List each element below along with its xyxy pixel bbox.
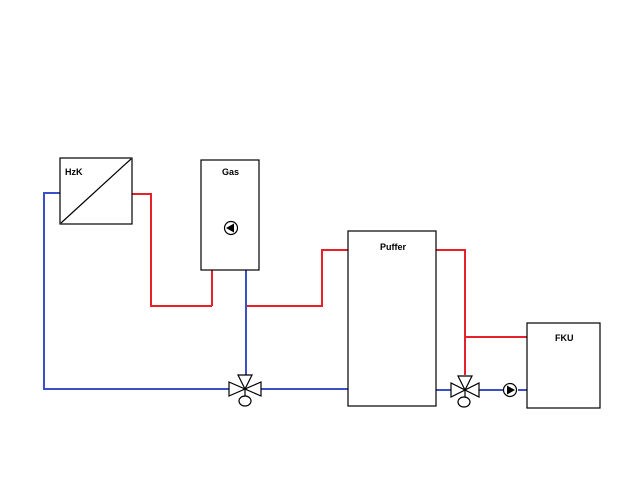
fku-box bbox=[526, 322, 601, 409]
pump-icon bbox=[502, 382, 518, 398]
gas-label: Gas bbox=[222, 167, 239, 177]
fku-label: FKU bbox=[555, 333, 574, 343]
three-way-valve-icon bbox=[450, 375, 480, 408]
hzk-unit: HzK bbox=[59, 157, 133, 225]
hzk-diagonal bbox=[60, 158, 132, 224]
return-pipe-hzk bbox=[43, 192, 229, 390]
three-way-valve-icon bbox=[228, 374, 262, 407]
puffer-box bbox=[347, 230, 437, 407]
supply-pipe-puffer-out bbox=[436, 249, 466, 375]
puffer-unit: Puffer bbox=[347, 230, 437, 407]
fku-unit: FKU bbox=[526, 322, 601, 409]
hzk-label: HzK bbox=[65, 167, 83, 177]
gas-unit: Gas bbox=[200, 159, 260, 271]
supply-pipe-hzk bbox=[132, 193, 212, 307]
supply-pipes bbox=[132, 193, 527, 375]
puffer-label: Puffer bbox=[380, 242, 407, 252]
supply-pipe-to-puffer bbox=[246, 249, 348, 307]
gas-box bbox=[200, 159, 260, 271]
pump-icon bbox=[223, 220, 239, 236]
